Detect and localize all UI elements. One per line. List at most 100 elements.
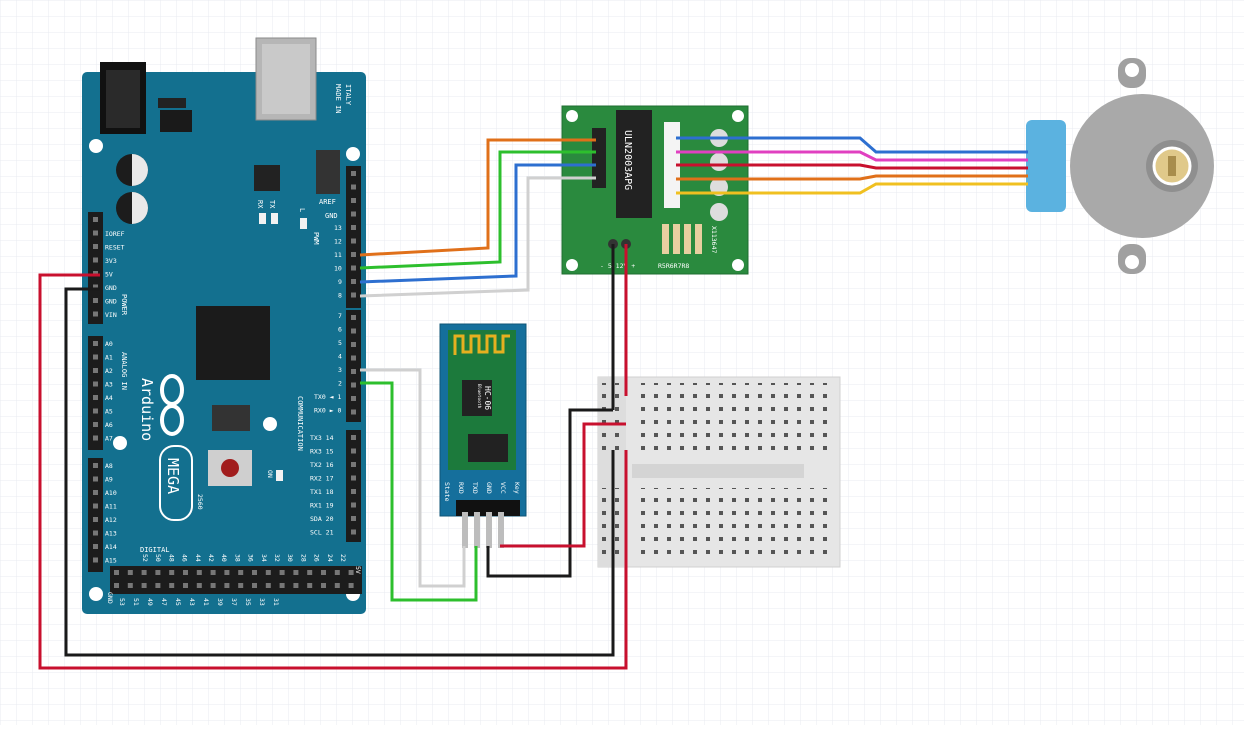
mega-label: MEGA [164, 458, 182, 494]
resistor [673, 224, 680, 254]
header-pin [93, 408, 98, 414]
power-pin-label: GND [105, 298, 117, 306]
comm-pin-label: TX2 16 [310, 461, 334, 469]
gnd-bottom-label: GND [106, 592, 114, 604]
header-pin [279, 570, 285, 575]
digital-pin-label: 50 [154, 554, 162, 562]
header-pin [141, 570, 147, 575]
header-pin [210, 570, 216, 575]
header-pin [293, 583, 299, 588]
digital-pin-label: 51 [132, 598, 140, 606]
digital-pin-label: 46 [181, 554, 189, 562]
header-pin [307, 583, 313, 588]
atmega2560-chip [196, 306, 270, 380]
analog-pin-label: A11 [105, 503, 117, 511]
digital-label: DIGITAL [140, 546, 170, 554]
aref-label: AREF [319, 198, 336, 206]
uln2003-chip [616, 110, 652, 218]
header-pin [293, 570, 299, 575]
power-pin-label: GND [105, 284, 117, 292]
resistor-label: R5R6R7R8 [658, 262, 689, 270]
gnd-label: GND [325, 212, 338, 220]
header-pin [141, 583, 147, 588]
header-pin [224, 583, 230, 588]
header-pin [93, 257, 98, 263]
bt-pin-label: GND [485, 482, 493, 494]
header-pin [351, 529, 356, 535]
comm-pin-label: TX1 18 [310, 488, 334, 496]
breadboard [597, 376, 841, 568]
header-pin [238, 570, 244, 575]
wire-tx-rxd [360, 368, 466, 588]
bt-pin-label: TXD [471, 482, 479, 494]
analog-pin-label: A1 [105, 354, 113, 362]
analog-pin-label: A8 [105, 462, 113, 470]
header-pin [196, 570, 202, 575]
power-pin-label: 3V3 [105, 257, 117, 265]
chip-label: ULN2003APG [622, 130, 633, 190]
header-pin [351, 252, 356, 257]
header-pin [351, 328, 356, 334]
digital-pin-label: 31 [272, 598, 280, 606]
header-pin [351, 475, 356, 481]
wire-pin8-in4 [359, 176, 596, 298]
power-label: POWER [120, 294, 128, 316]
header-pin [93, 230, 98, 236]
header-pin [351, 448, 356, 454]
motor-wire-cap [1026, 120, 1066, 212]
header-pin [93, 476, 98, 482]
header-pin [93, 517, 98, 522]
resistor [695, 224, 702, 254]
5v-bottom-label: 5V [354, 566, 362, 574]
wire-motor-red [676, 163, 1028, 170]
header-pin [351, 211, 356, 217]
header-pin [93, 244, 98, 249]
header-pin [351, 171, 356, 176]
header-pin [210, 583, 216, 588]
header-pin [252, 570, 257, 575]
digital-pin-label: 40 [220, 554, 228, 562]
header-pin [93, 422, 98, 427]
comm-pin-label: TX3 14 [310, 434, 334, 442]
pwm-pin-label: 9 [338, 278, 342, 286]
header-pin [93, 435, 98, 441]
digital-pin-label: 38 [233, 554, 241, 562]
digital-pin-label: 44 [194, 554, 202, 562]
header-pin [114, 570, 119, 575]
header-pin [155, 583, 161, 588]
header-pin [348, 570, 354, 575]
tx-led [271, 213, 278, 224]
input-header [592, 128, 606, 188]
header-pin [155, 570, 161, 575]
header-pin [351, 225, 356, 230]
analog-pin-label: A10 [105, 489, 117, 497]
header-pin [169, 570, 175, 575]
header-pin [307, 570, 313, 575]
arduino-mega-board: MADE IN ITALY AREF GND PWM L RX TX Ardui… [82, 37, 366, 614]
icsp-header [212, 405, 250, 431]
header-pin [93, 395, 98, 400]
pwm-pin-label: 6 [338, 326, 342, 334]
comm-pin-label: SDA 20 [310, 515, 334, 523]
wire-motor-blue [676, 136, 1028, 154]
wire-motor-yellow [676, 182, 1028, 195]
header-pin [265, 570, 271, 575]
header-pin [265, 583, 271, 588]
header-pin [93, 284, 98, 290]
comm-pin-label: RX1 19 [310, 502, 334, 510]
comm-pin-label: RX3 15 [310, 448, 334, 456]
header-pin [351, 382, 356, 388]
analog-pin-label: A3 [105, 381, 113, 389]
header-pin [351, 265, 356, 271]
header-pin [93, 490, 98, 495]
comm-pin-label: SCL 21 [310, 529, 334, 537]
digital-pin-label: 52 [141, 554, 149, 562]
digital-pin-label: 34 [260, 554, 268, 562]
motor-body [1070, 94, 1214, 238]
wire-pin10-in2 [359, 150, 596, 270]
l-label: L [298, 208, 306, 212]
digital-pin-label: 30 [286, 554, 294, 562]
module-sub-label: Bluetooth [476, 384, 482, 409]
digital-pin-label: 24 [326, 554, 334, 562]
header-pin [93, 544, 98, 549]
